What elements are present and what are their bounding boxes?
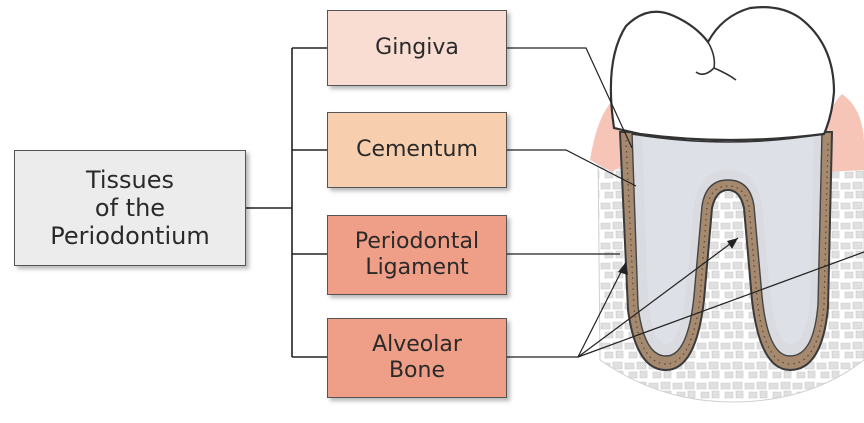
root-node-tissues: Tissues of the Periodontium bbox=[14, 150, 246, 266]
leader-lines bbox=[507, 47, 864, 358]
node-alveolar-bone: Alveolar Bone bbox=[327, 318, 507, 398]
node-gingiva: Gingiva bbox=[327, 10, 507, 86]
connector-lines bbox=[246, 47, 327, 358]
node-periodontal-ligament: Periodontal Ligament bbox=[327, 215, 507, 295]
leader-arrowheads bbox=[618, 238, 738, 275]
tooth-crown-enamel bbox=[609, 6, 836, 142]
node-cementum: Cementum bbox=[327, 112, 507, 188]
